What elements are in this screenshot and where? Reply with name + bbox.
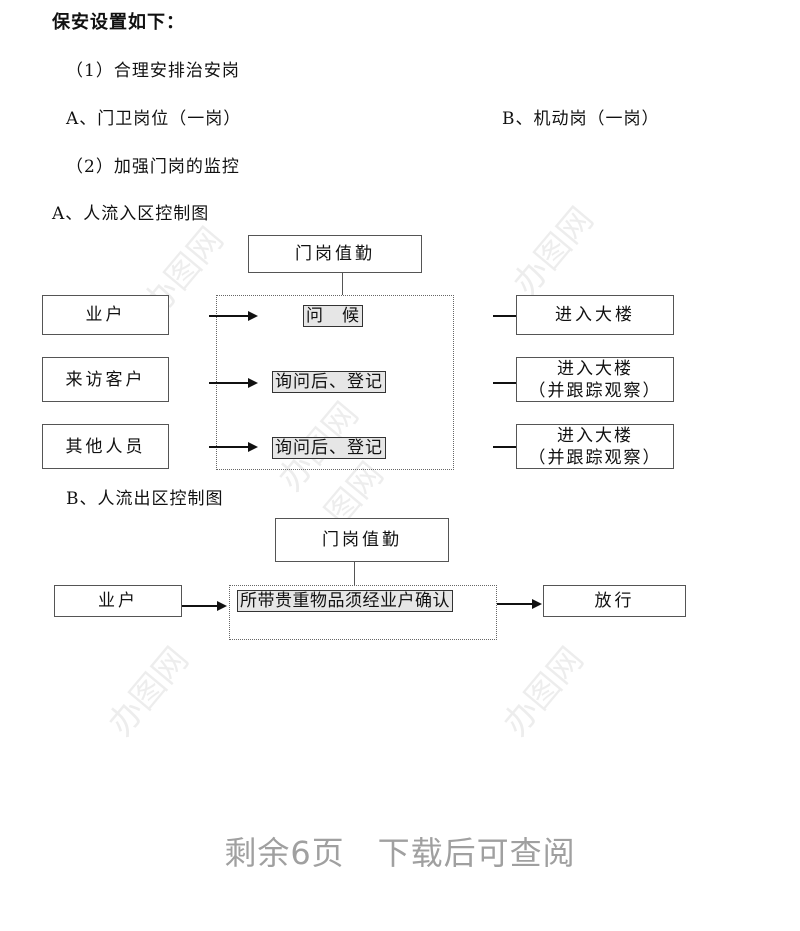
result-box-enter: 进入大楼 [516,295,674,335]
watermark: 办图网 [495,639,592,744]
watermark: 办图网 [100,639,197,744]
result-line1: 进入大楼 [555,305,635,325]
arrow-right-icon [209,442,258,452]
result-label: 放行 [594,591,635,611]
duty-box-b: 门岗值勤 [275,518,449,562]
diagram-b-title: B、人流出区控制图 [66,489,224,509]
result-box-enter-observe: 进入大楼 （并跟踪观察） [516,357,674,402]
action-register: 询问后、登记 [272,437,386,459]
action-confirm-valuables: 所带贵重物品须经业户确认 [237,590,453,612]
arrow-right-icon [497,599,542,609]
section-2-heading: （2）加强门岗的监控 [66,157,240,177]
watermark: 办图网 [505,199,602,304]
result-line2: （并跟踪观察） [528,447,662,468]
duty-box-a-label: 门岗值勤 [295,244,375,264]
source-label: 业户 [85,305,126,325]
section-1-heading: （1）合理安排治安岗 [66,61,240,81]
arrow-right-icon [182,601,227,611]
source-box-owner-b: 业户 [54,585,182,617]
arrow-right-icon [209,311,258,321]
result-line2: （并跟踪观察） [528,380,662,401]
source-box-visitor: 来访客户 [42,357,169,402]
action-register: 询问后、登记 [272,371,386,393]
diagram-a-title: A、人流入区控制图 [52,204,210,224]
result-box-release: 放行 [543,585,686,617]
document-heading: 保安设置如下： [52,12,185,33]
arrow-right-icon [209,378,258,388]
connector-line-a [342,273,343,295]
action-greet: 问 候 [303,305,363,327]
connector-line-b [354,562,355,585]
result-line1: 进入大楼 [557,425,633,446]
source-box-owner: 业户 [42,295,169,335]
source-label: 其他人员 [65,436,146,457]
result-box-enter-observe: 进入大楼 （并跟踪观察） [516,424,674,469]
duty-box-b-label: 门岗值勤 [322,530,402,550]
source-label: 来访客户 [65,369,146,390]
control-zone-b [229,585,497,640]
post-a-text: A、门卫岗位（一岗） [66,109,242,129]
post-b-text: B、机动岗（一岗） [502,109,660,129]
duty-box-a: 门岗值勤 [248,235,422,273]
source-label: 业户 [98,591,138,611]
download-prompt[interactable]: 剩余6页 下载后可查阅 [224,834,576,872]
source-box-others: 其他人员 [42,424,169,469]
result-line1: 进入大楼 [557,358,633,379]
